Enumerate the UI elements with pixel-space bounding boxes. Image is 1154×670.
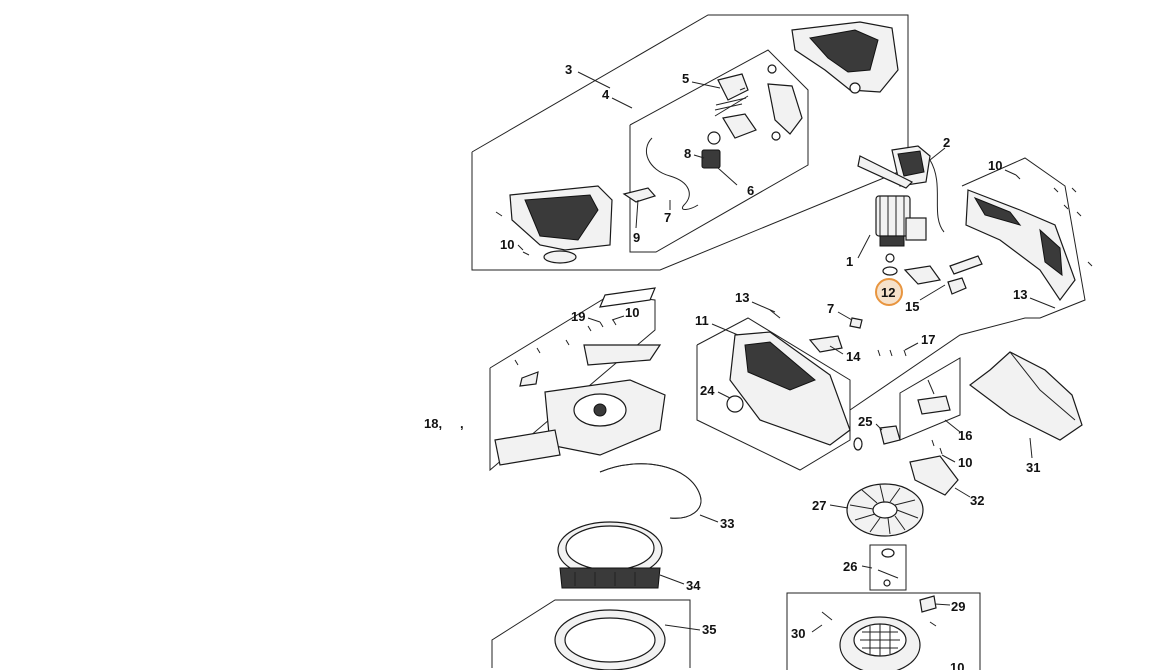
assembly-frame-motor — [849, 157, 1086, 440]
part-hose — [599, 463, 702, 519]
callout-14: 14 — [846, 349, 861, 364]
callout-30: 30 — [791, 626, 805, 641]
part-cover — [969, 351, 1083, 441]
assembly-frame-housing-left — [489, 294, 656, 472]
callout-1: 1 — [846, 254, 853, 269]
callout-7b: 7 — [827, 301, 834, 316]
callout-25: 25 — [858, 414, 872, 429]
assembly-frame-control — [629, 49, 809, 253]
screws — [495, 174, 1093, 627]
assembly-frame-fan-housing — [786, 592, 981, 670]
part-motor-housing — [965, 189, 1076, 302]
callout-18: 18, — [424, 416, 442, 431]
callout-10e: 10 — [950, 660, 964, 670]
part-rear-handle — [791, 21, 899, 94]
part-housing-half — [726, 331, 851, 446]
callout-12: 12 — [881, 285, 895, 300]
part-fan — [846, 483, 924, 537]
callout-4: 4 — [602, 87, 610, 102]
callout-33: 33 — [720, 516, 734, 531]
part-washer-screw — [869, 544, 907, 591]
callout-17: 17 — [921, 332, 935, 347]
callout-2: 2 — [943, 135, 950, 150]
callout-19: 19 — [571, 309, 585, 324]
callout-9: 9 — [633, 230, 640, 245]
part-lever — [622, 187, 657, 203]
part-base — [554, 609, 666, 670]
part-contact-block — [857, 145, 945, 233]
callout-32: 32 — [970, 493, 984, 508]
callout-8: 8 — [684, 146, 691, 161]
part-motor — [875, 195, 927, 263]
callout-labels: 1 2 3 4 5 6 7 7 8 9 10 10 10 10 10 11 12… — [424, 62, 1040, 670]
callout-31: 31 — [1026, 460, 1040, 475]
callout-27: 27 — [812, 498, 826, 513]
part-trigger-set — [714, 64, 803, 139]
part-switch-cable — [646, 131, 781, 210]
highlight-marker — [875, 278, 903, 306]
part-bracket — [903, 255, 983, 295]
part-fan-housing — [821, 595, 937, 670]
callout-11: 11 — [695, 313, 709, 328]
part-holder — [909, 455, 959, 496]
part-microswitch — [917, 379, 951, 415]
callout-7a: 7 — [664, 210, 671, 225]
callout-10c: 10 — [625, 305, 639, 320]
callout-16: 16 — [958, 428, 972, 443]
callout-13a: 13 — [735, 290, 749, 305]
callout-29: 29 — [951, 599, 965, 614]
part-blower-housing — [494, 344, 666, 466]
part-label-plate — [599, 287, 656, 308]
callout-10b: 10 — [988, 158, 1002, 173]
callout-18-comma: , — [460, 416, 464, 431]
callout-10a: 10 — [500, 237, 514, 252]
callout-24: 24 — [700, 383, 715, 398]
callout-3: 3 — [565, 62, 572, 77]
leader-lines — [517, 71, 1056, 633]
part-ring — [557, 521, 663, 589]
part-washer — [882, 266, 898, 276]
callout-35: 35 — [702, 622, 716, 637]
assembly-frame-switch — [899, 357, 961, 441]
assembly-frame-filter — [491, 599, 691, 668]
callout-15: 15 — [905, 299, 919, 314]
callout-13b: 13 — [1013, 287, 1027, 302]
callout-6: 6 — [747, 183, 754, 198]
callout-26: 26 — [843, 559, 857, 574]
callout-5: 5 — [682, 71, 689, 86]
assembly-frame-housing-right — [696, 317, 851, 471]
callout-10d: 10 — [958, 455, 972, 470]
callout-34: 34 — [686, 578, 701, 593]
part-latch — [853, 425, 901, 451]
part-handle-housing — [509, 185, 613, 264]
